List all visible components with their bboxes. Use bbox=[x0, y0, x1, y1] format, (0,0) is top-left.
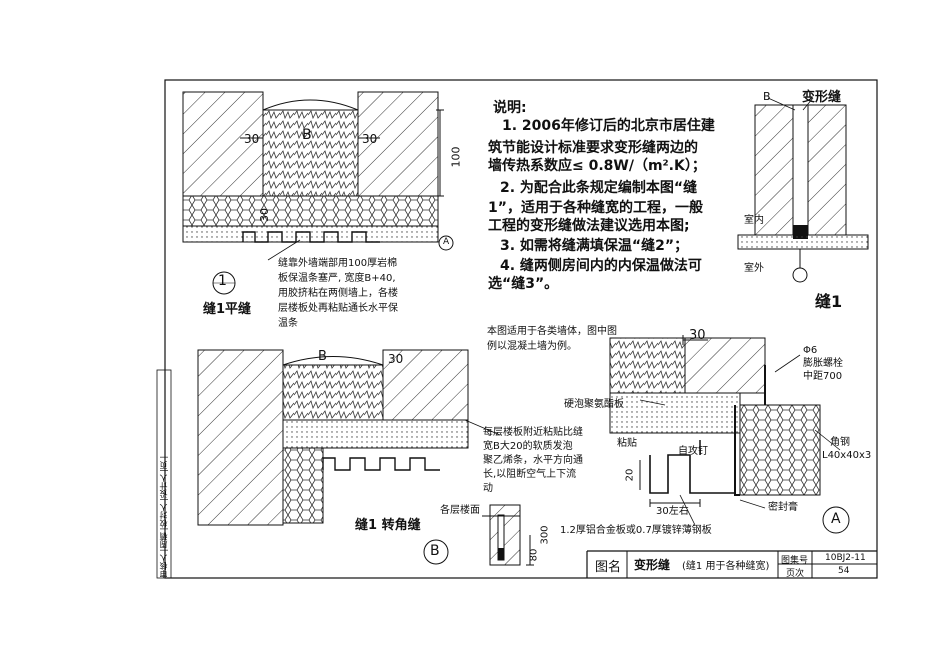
detailA-sealant: 密封膏 bbox=[768, 502, 798, 513]
notes-line-3: 墙传热系数应≤ 0.8W/（m².K）； bbox=[488, 158, 706, 174]
notes-line-8: 4. 缝两侧房间内的内保温做法可 bbox=[500, 258, 702, 274]
detail1-plan bbox=[182, 91, 454, 295]
sheet-frame bbox=[164, 79, 878, 579]
detailA-angle-2: L40x40x3 bbox=[822, 450, 872, 461]
notes-line-4: 2. 为配合此条规定编制本图“缝 bbox=[500, 180, 698, 196]
section1-b-label: B bbox=[763, 90, 771, 103]
detailA-dim-20: 20 bbox=[624, 468, 636, 482]
detailA-foam-board: 硬泡聚氨酯板 bbox=[564, 399, 624, 410]
section1-outdoor: 室外 bbox=[744, 263, 764, 274]
title-page-label: 页次 bbox=[786, 569, 805, 579]
detailA-bolt-2: 膨胀螺栓 bbox=[803, 358, 843, 369]
detailA-glue: 粘贴 bbox=[617, 438, 637, 449]
detailA-section bbox=[609, 335, 850, 534]
detailB-dim-300: 300 bbox=[539, 525, 551, 545]
title-name: 变形缝 bbox=[634, 558, 671, 572]
detailB-dim-80: 80 bbox=[528, 548, 540, 562]
detailB-annotation-3: 聚乙烯条，水平方向通 bbox=[483, 455, 583, 466]
detailB-corner bbox=[197, 349, 534, 566]
detail1-number: 1 bbox=[218, 273, 227, 289]
side-strip-text: 审核人 |周稿 |校对人 |设计人 |页 | bbox=[159, 455, 168, 578]
title-name-note: (缝1 用于各种缝宽) bbox=[682, 561, 770, 572]
section1-caption: 缝1 bbox=[815, 292, 843, 311]
section1-elevation bbox=[737, 97, 869, 283]
notes-line-7: 3. 如需将缝满填保温“缝2”； bbox=[500, 238, 689, 254]
detailA-bolt-3: 中距700 bbox=[803, 371, 843, 382]
detail1-dim-30a: 30 bbox=[244, 132, 260, 146]
detail1-caption: 缝1平缝 bbox=[203, 302, 252, 317]
detailA-bolt-1: Φ6 bbox=[803, 345, 818, 356]
detailB-annotation-2: 宽B大20的软质发泡 bbox=[483, 441, 573, 452]
detail1-annotation-5: 温条 bbox=[278, 318, 298, 329]
detailB-annotation-5: 动 bbox=[483, 483, 493, 494]
detail1-annotation-2: 板保温条塞严, 宽度B+40, bbox=[278, 273, 396, 284]
notes-heading: 说明: bbox=[493, 100, 527, 116]
detailA-plate: 1.2厚铝合金板或0.7厚镀锌薄钢板 bbox=[560, 525, 712, 536]
detailA-intro-1: 本图适用于各类墙体，图中图 bbox=[487, 326, 617, 337]
notes-line-1: 1. 2006年修订后的北京市居住建 bbox=[502, 118, 715, 134]
title-set-value: 10BJ2-11 bbox=[825, 553, 866, 563]
detailA-callout: A bbox=[831, 511, 841, 527]
side-strip-box bbox=[156, 369, 172, 579]
detailA-screw: 自攻钉 bbox=[678, 446, 708, 457]
detailA-angle-1: 角钢 bbox=[830, 437, 850, 448]
detailB-floor-label: 各层楼面 bbox=[440, 505, 480, 516]
detail1-dim-30c: 30 bbox=[258, 208, 271, 222]
title-page-value: 54 bbox=[838, 566, 850, 576]
detail1-dim-30b: 30 bbox=[362, 132, 378, 146]
detailB-dim-30: 30 bbox=[388, 352, 404, 366]
notes-line-5: 1”，适用于各种缝宽的工程，一般 bbox=[488, 200, 703, 216]
title-block-lines bbox=[586, 550, 877, 578]
detailB-annotation-1: 每层楼板附近粘贴比缝 bbox=[483, 427, 583, 438]
detailB-dim-b: B bbox=[318, 349, 327, 364]
detail1-dim-100: 100 bbox=[449, 146, 463, 168]
notes-line-9: 选“缝3”。 bbox=[488, 276, 559, 292]
detailB-caption: 缝1 转角缝 bbox=[355, 518, 421, 533]
detailA-intro-2: 例以混凝土墙为例。 bbox=[487, 341, 577, 352]
title-set-label: 图集号 bbox=[781, 556, 809, 566]
notes-line-6: 工程的变形缝做法建议选用本图; bbox=[488, 218, 690, 234]
notes-line-2: 筑节能设计标准要求变形缝两边的 bbox=[488, 140, 698, 156]
detail1-annotation-1: 缝靠外墙端部用100厚岩棉 bbox=[278, 258, 398, 269]
section1-title: 变形缝 bbox=[802, 90, 842, 105]
detail1-callout: A bbox=[443, 237, 450, 247]
detailB-annotation-4: 长,以阻断空气上下流 bbox=[483, 469, 577, 480]
title-name-label: 图名 bbox=[595, 560, 622, 575]
detail1-annotation-4: 层楼板处再粘贴通长水平保 bbox=[278, 303, 398, 314]
detail1-annotation-3: 用胶挤粘在两侧墙上，各楼 bbox=[278, 288, 398, 299]
detailA-dim-30: 30 bbox=[689, 328, 706, 343]
section1-indoor: 室内 bbox=[744, 215, 764, 226]
detail1-dim-b: B bbox=[302, 127, 312, 143]
detailA-dim-30-about: 30左右 bbox=[656, 506, 689, 517]
detailB-number: B bbox=[430, 543, 440, 559]
